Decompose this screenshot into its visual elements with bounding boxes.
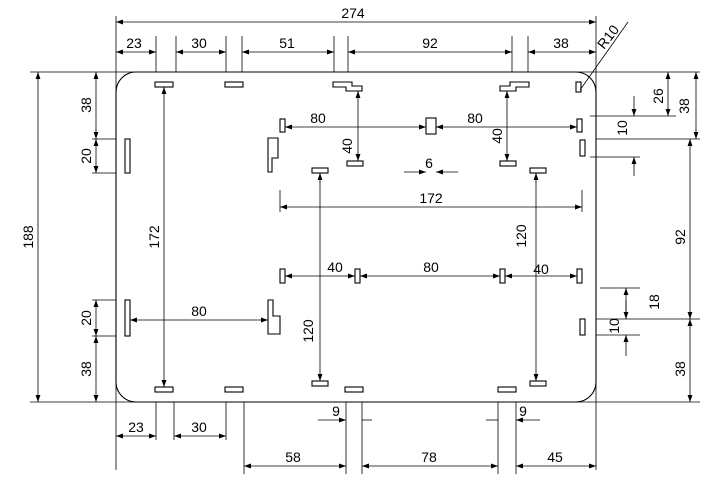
dim-inner-6: 6 [425, 155, 433, 171]
slot-rt [576, 118, 583, 133]
slot-mid-3 [499, 268, 506, 284]
slot-bot-1 [154, 386, 174, 393]
dim-top-92: 92 [422, 35, 438, 51]
slot-inner-3 [311, 167, 329, 174]
extension-lines [30, 16, 700, 474]
slot-hook-mid [267, 299, 281, 335]
dim-mid-40-left: 40 [327, 259, 343, 275]
dim-left-20-top: 20 [78, 148, 94, 164]
dim-top-51: 51 [279, 35, 295, 51]
dim-left-20-bottom: 20 [78, 310, 94, 326]
dim-bottom-23: 23 [128, 419, 144, 435]
slot-bot-5 [497, 386, 517, 393]
slot-bot-2 [224, 386, 244, 393]
dim-right-92: 92 [672, 229, 688, 245]
dim-bottom-9a: 9 [332, 403, 340, 419]
slot-mid-1 [279, 268, 286, 284]
slot-top-4 [499, 81, 530, 92]
slot-mid-2 [354, 268, 361, 284]
dim-right-18: 18 [646, 294, 662, 310]
slot-bot-6 [529, 380, 547, 387]
dim-inner-40-right: 40 [489, 128, 505, 144]
dim-right-10-bottom: 10 [606, 318, 622, 334]
slot-left-2 [124, 299, 131, 337]
dim-right-26: 26 [650, 88, 666, 104]
dim-top-30: 30 [191, 35, 207, 51]
slot-bot-4 [344, 386, 364, 393]
dim-mid-40-right: 40 [533, 261, 549, 277]
dim-overall-height: 188 [20, 225, 36, 249]
dim-top-38: 38 [553, 35, 569, 51]
dim-bottom-30: 30 [191, 419, 207, 435]
slot-mid-4 [576, 268, 583, 284]
dim-inner-80-left: 80 [191, 303, 207, 319]
slot-left-1 [124, 138, 131, 174]
slot-top-2 [224, 81, 244, 88]
dim-inner-80-topleft: 80 [310, 110, 326, 126]
dim-right-38-top: 38 [676, 98, 692, 114]
slot-lt [279, 118, 286, 133]
slot-right-edge-1 [579, 139, 586, 157]
slot-inner-2 [499, 160, 517, 167]
dim-top-23: 23 [126, 35, 142, 51]
dim-bottom-78: 78 [421, 449, 437, 465]
dim-corner-radius: R10 [594, 22, 623, 52]
dim-left-38-bottom: 38 [78, 361, 94, 377]
dim-inner-120-left: 120 [300, 319, 316, 343]
slot-top-1 [154, 81, 174, 88]
slot-hook-left [267, 137, 279, 173]
dim-bottom-45: 45 [547, 449, 563, 465]
dim-left-38-top: 38 [78, 97, 94, 113]
dimension-lines [35, 19, 699, 469]
slot-right-top-1 [575, 81, 582, 93]
slot-top-3 [332, 81, 363, 92]
slot-bot-3 [311, 380, 329, 387]
dim-bottom-58: 58 [285, 449, 301, 465]
dim-inner-172-vertical: 172 [146, 225, 162, 249]
slot-inner-1 [346, 160, 364, 167]
dim-overall-width: 274 [341, 5, 365, 21]
dim-inner-120-right: 120 [513, 224, 529, 248]
dim-inner-172-horizontal: 172 [419, 190, 443, 206]
dim-inner-80-topright: 80 [467, 110, 483, 126]
dim-right-10-top: 10 [614, 120, 630, 136]
slots [124, 81, 586, 393]
slot-center [425, 117, 437, 135]
dim-inner-40-left: 40 [339, 138, 355, 154]
slot-inner-4 [529, 167, 547, 174]
dim-mid-80: 80 [423, 259, 439, 275]
slot-right-edge-2 [579, 318, 586, 336]
dim-right-38-bottom: 38 [672, 361, 688, 377]
dim-bottom-9b: 9 [519, 403, 527, 419]
